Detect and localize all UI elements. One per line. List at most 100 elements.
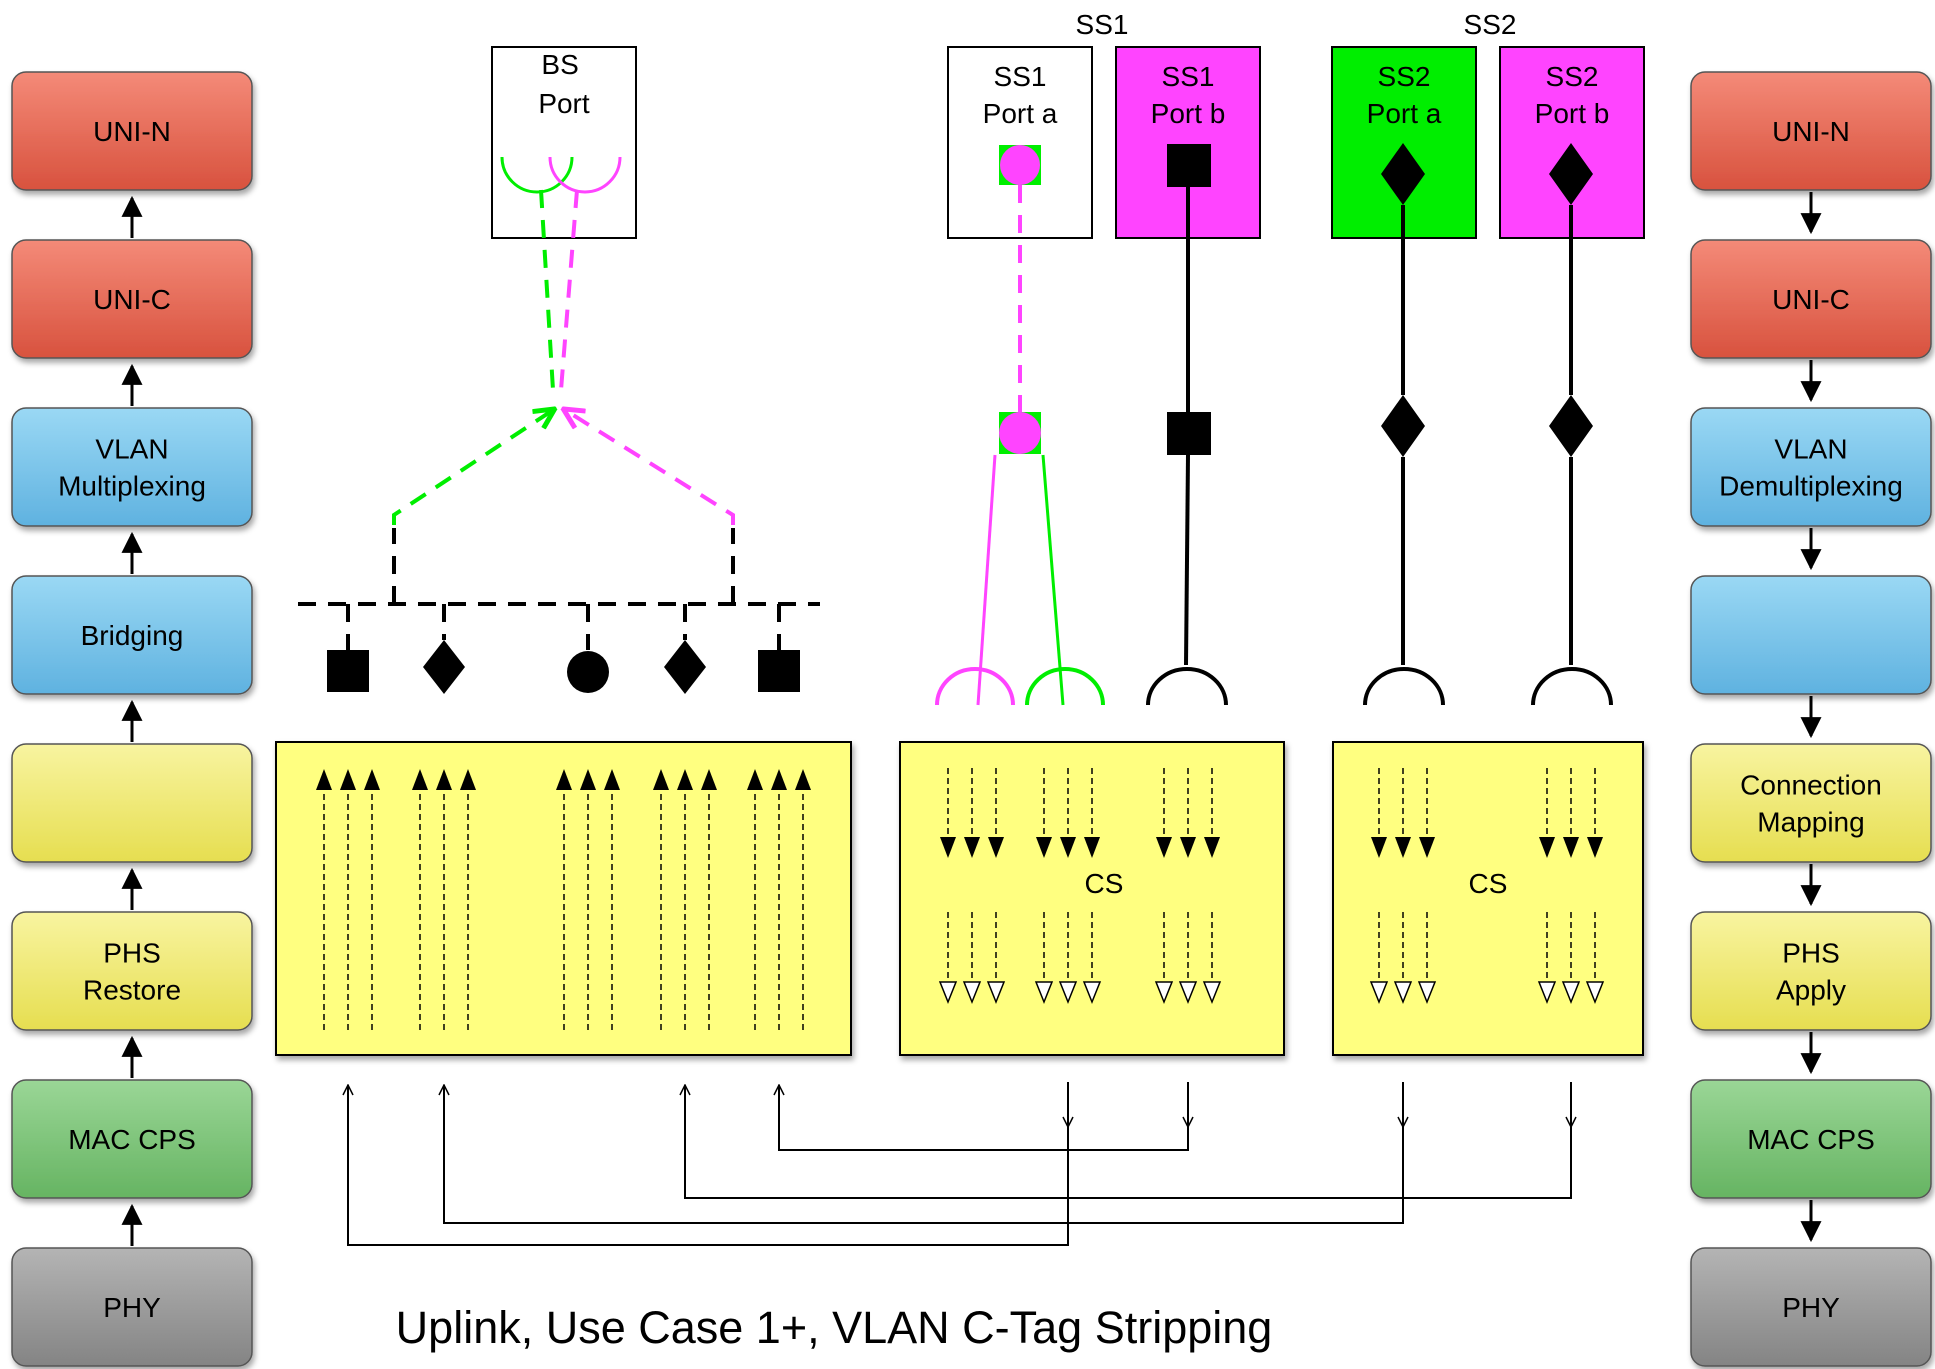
left-stack-label: Multiplexing [58, 471, 206, 502]
down-arrowhead [1563, 837, 1579, 858]
port-label: Port b [1151, 98, 1226, 129]
open-down-arrowhead [1585, 981, 1605, 1005]
bs-dashed-links [392, 189, 735, 525]
right-stack-label: UNI-N [1772, 116, 1850, 147]
down-arrowhead [1395, 837, 1411, 858]
down-arrowhead [1539, 837, 1555, 858]
right-stack-label: Connection [1740, 770, 1882, 801]
open-down-arrowhead [1393, 981, 1413, 1005]
bs-port-line1: BS [541, 49, 578, 80]
right-stack-label: MAC CPS [1747, 1124, 1875, 1155]
up-arrowhead [653, 769, 669, 790]
circle-endpoint [567, 651, 609, 693]
up-arrowhead [340, 769, 356, 790]
down-arrowhead [940, 837, 956, 858]
ss2-port-a-link [1363, 143, 1445, 706]
ss1-port-b-link [1146, 144, 1228, 706]
open-down-arrowhead [1082, 981, 1102, 1005]
right-stack-vlan-demultiplexing-layer: VLAN Demultiplexing [1690, 407, 1932, 527]
left-stack-label: PHS [103, 938, 161, 969]
ss2-cs-label: CS [1469, 868, 1508, 899]
bs-port-green-socket [500, 156, 574, 194]
down-arrowhead [964, 837, 980, 858]
right-stack-uni-n-layer: UNI-N [1690, 71, 1932, 191]
down-arrowhead [1156, 837, 1172, 858]
right-stack-phy-layer: PHY [1690, 1247, 1932, 1367]
square-endpoint [327, 650, 369, 692]
up-arrowhead [747, 769, 763, 790]
right-stack-uni-c-layer: UNI-C [1690, 239, 1932, 359]
open-down-arrowhead [1561, 981, 1581, 1005]
open-down-arrowhead [938, 981, 958, 1005]
routing-lines [348, 1082, 1571, 1246]
up-arrowhead [795, 769, 811, 790]
right-stack-label: VLAN [1774, 434, 1847, 465]
up-arrowhead [677, 769, 693, 790]
up-arrowhead [701, 769, 717, 790]
port-label: SS1 [994, 61, 1047, 92]
down-arrowhead [1180, 837, 1196, 858]
diagram-title: Uplink, Use Case 1+, VLAN C-Tag Strippin… [396, 1302, 1273, 1353]
port-label: SS1 [1162, 61, 1215, 92]
diamond-endpoint [423, 640, 465, 694]
right-protocol-stack: UNI-N UNI-C VLAN DemultiplexingConnectionMa… [1690, 71, 1932, 1367]
right-stack-label: Mapping [1757, 807, 1864, 838]
open-down-arrowhead [1417, 981, 1437, 1005]
right-stack-label: Apply [1776, 975, 1846, 1006]
right-stack-blank-layer [1690, 575, 1932, 695]
port-label: SS2 [1546, 61, 1599, 92]
bs-port-line2: Port [538, 88, 590, 119]
left-stack-bridging-layer: Bridging [11, 575, 253, 695]
left-stack-uni-n-layer: UNI-N [11, 71, 253, 191]
ss2-port-b-link [1531, 143, 1613, 706]
left-stack-uni-c-layer: UNI-C [11, 239, 253, 359]
ss1-port-a-link [935, 145, 1105, 706]
square-endpoint [758, 650, 800, 692]
bridge-bus [298, 528, 820, 650]
up-arrowhead [412, 769, 428, 790]
diamond-endpoint [664, 640, 706, 694]
left-stack-label: UNI-C [93, 284, 171, 315]
up-arrowhead [460, 769, 476, 790]
right-stack-label: Demultiplexing [1719, 471, 1903, 502]
open-down-arrowhead [1202, 981, 1222, 1005]
open-down-arrowhead [1154, 981, 1174, 1005]
ss2-group-label: SS2 [1464, 9, 1517, 40]
bs-port-label: BS Port [538, 49, 590, 119]
bs-port-magenta-socket [548, 156, 622, 194]
bridge-endpoints [327, 640, 800, 694]
up-arrowhead [436, 769, 452, 790]
port-label: Port a [983, 98, 1058, 129]
left-stack-label: VLAN [95, 434, 168, 465]
left-stack-phs-restore-layer: PHS Restore [11, 911, 253, 1031]
up-arrowhead [604, 769, 620, 790]
up-arrowhead [556, 769, 572, 790]
open-down-arrowhead [986, 981, 1006, 1005]
down-arrowhead [1060, 837, 1076, 858]
port-label: Port a [1367, 98, 1442, 129]
right-stack-label: PHY [1782, 1292, 1840, 1323]
ss1-group-label: SS1 [1076, 9, 1129, 40]
open-down-arrowhead [1369, 981, 1389, 1005]
left-stack-label: PHY [103, 1292, 161, 1323]
bs-classifier-arrows [316, 769, 811, 1030]
down-arrowhead [1371, 837, 1387, 858]
open-down-arrowhead [962, 981, 982, 1005]
port-label: SS2 [1378, 61, 1431, 92]
up-arrowhead [771, 769, 787, 790]
left-stack-label: MAC CPS [68, 1124, 196, 1155]
down-arrowhead [1036, 837, 1052, 858]
left-stack-phy-layer: PHY [11, 1247, 253, 1367]
left-stack-label: Bridging [81, 620, 184, 651]
up-arrowhead [580, 769, 596, 790]
down-arrowhead [1084, 837, 1100, 858]
ss-cs-arrows [938, 768, 1605, 1005]
open-down-arrowhead [1178, 981, 1198, 1005]
right-stack-label: UNI-C [1772, 284, 1850, 315]
left-stack-label: Restore [83, 975, 181, 1006]
open-down-arrowhead [1058, 981, 1078, 1005]
open-down-arrowhead [1537, 981, 1557, 1005]
